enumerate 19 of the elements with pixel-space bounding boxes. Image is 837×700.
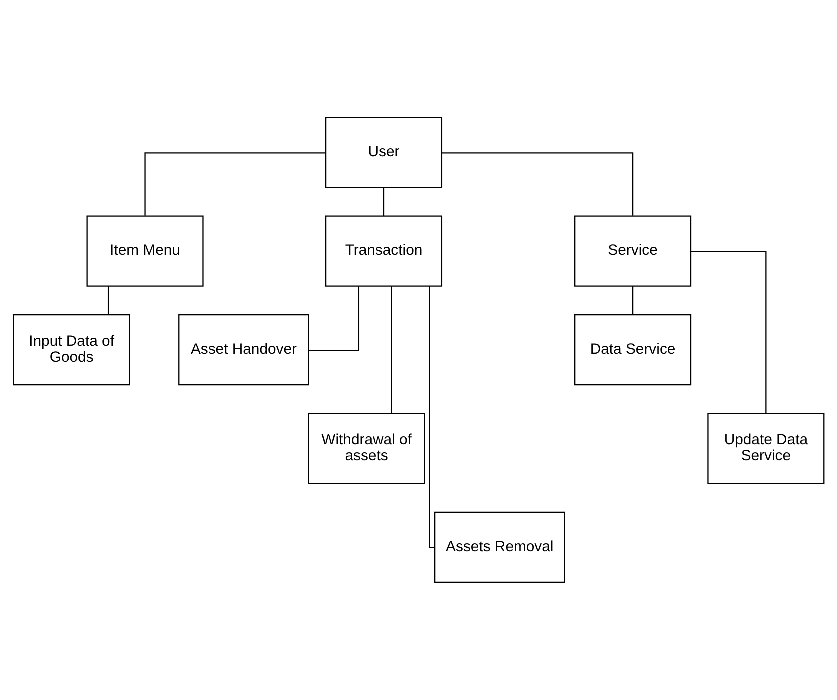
connector — [428, 286, 434, 549]
node-box: Update Data Service — [707, 413, 824, 484]
node-box: Input Data of Goods — [12, 314, 130, 386]
node-box: Service — [574, 216, 692, 287]
connector — [107, 286, 109, 315]
connector — [308, 286, 360, 352]
connector — [144, 152, 326, 216]
node-box: Assets Removal — [434, 512, 565, 583]
connector — [390, 286, 392, 414]
connector — [690, 251, 766, 414]
node-box: Item Menu — [86, 216, 204, 287]
node-box: Asset Handover — [178, 314, 309, 386]
connector — [632, 286, 634, 315]
connector — [382, 188, 384, 216]
node-box: Withdrawal of assets — [308, 413, 425, 484]
node-box: Data Service — [574, 314, 692, 386]
node-box: Transaction — [324, 216, 442, 287]
node-box: User — [324, 117, 442, 188]
connector — [442, 152, 634, 216]
